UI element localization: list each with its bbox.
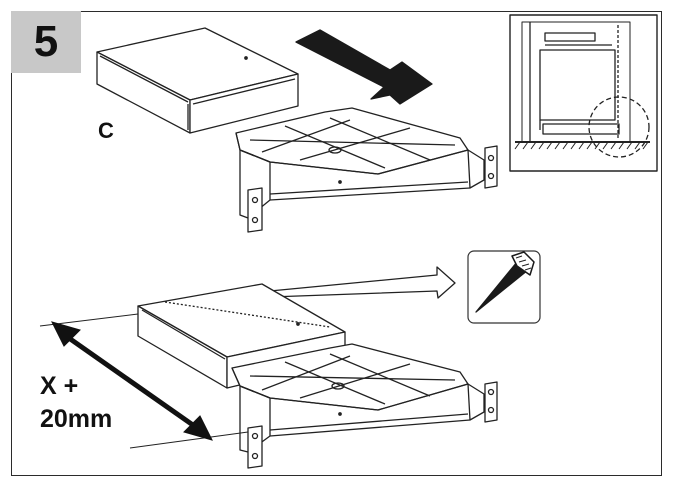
- detail-inset-icon: [509, 14, 658, 172]
- cutting-tool-icon: [467, 250, 541, 324]
- dimension-arrow: [51, 321, 213, 441]
- dimension-label: X + 20mm: [40, 370, 112, 436]
- arrow-right-icon: [269, 266, 456, 299]
- cover-box-c: [96, 27, 299, 134]
- dimension-extension-bottom: [129, 431, 249, 449]
- dimension-label-line2: 20mm: [40, 405, 113, 433]
- part-label-c: C: [98, 118, 114, 143]
- insert-direction-arrow: [295, 29, 433, 105]
- drawer-frame-bottom: [231, 343, 498, 469]
- dimension-label-line1: X +: [40, 372, 79, 400]
- step-number: 5: [33, 17, 59, 66]
- drawer-frame-top: [235, 107, 498, 233]
- step-badge: 5: [11, 11, 81, 73]
